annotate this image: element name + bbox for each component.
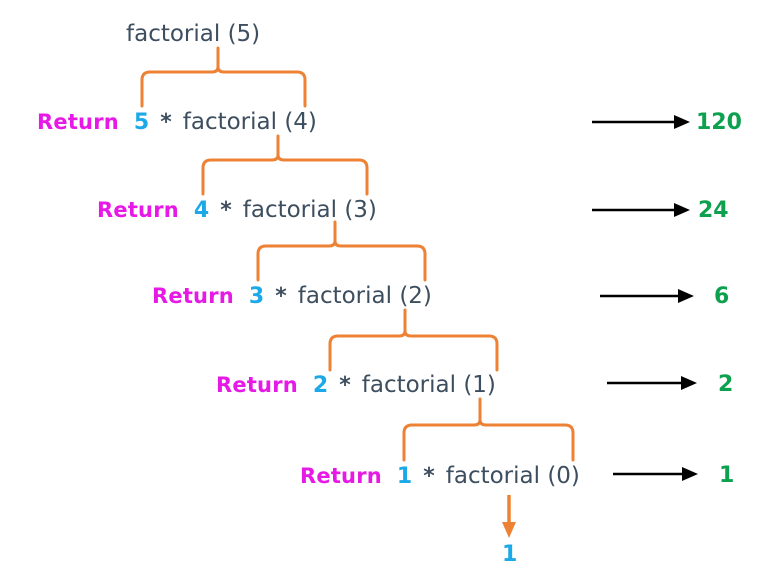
return-keyword-1: Return [37, 110, 119, 134]
multiply-operator-4: * [339, 373, 351, 398]
return-keyword-4: Return [216, 373, 298, 397]
multiplier-value-3: 3 [248, 284, 265, 309]
bracket-level-4 [402, 418, 575, 462]
multiply-operator-3: * [275, 284, 287, 309]
result-value-4: 2 [718, 372, 734, 397]
multiplier-value-4: 2 [312, 373, 329, 398]
recursion-row-5: Return 1 * factorial (0) [300, 463, 580, 489]
base-case-value: 1 [502, 542, 518, 567]
recursive-call-3: factorial (2) [297, 283, 432, 309]
multiply-operator-2: * [220, 198, 232, 223]
recursive-call-5: factorial (0) [445, 463, 580, 489]
bracket-level-1 [201, 153, 369, 196]
multiply-operator-5: * [423, 464, 435, 489]
return-keyword-5: Return [300, 464, 382, 488]
result-arrow-head-0 [674, 115, 690, 129]
multiplier-value-2: 4 [193, 198, 210, 223]
recursive-call-1: factorial (4) [182, 109, 317, 135]
multiplier-value-1: 5 [133, 110, 150, 135]
bracket-level-3 [328, 329, 499, 372]
return-keyword-3: Return [152, 284, 234, 308]
base-case-arrowhead [502, 522, 516, 538]
recursion-row-2: Return 4 * factorial (3) [97, 197, 377, 223]
result-value-2: 24 [698, 198, 729, 223]
result-value-1: 120 [696, 110, 742, 135]
recursive-call-2: factorial (3) [242, 197, 377, 223]
recursion-row-4: Return 2 * factorial (1) [216, 372, 496, 398]
multiplier-value-5: 1 [396, 464, 413, 489]
result-value-3: 6 [714, 284, 730, 309]
recursive-call-4: factorial (1) [361, 372, 496, 398]
bracket-level-2 [256, 239, 427, 282]
result-value-5: 1 [719, 463, 735, 488]
bracket-level-0 [140, 65, 307, 108]
recursion-row-1: Return 5 * factorial (4) [37, 109, 317, 135]
result-arrow-head-2 [678, 289, 694, 303]
result-arrow-head-1 [674, 203, 690, 217]
multiply-operator-1: * [160, 110, 172, 135]
result-arrow-head-4 [682, 467, 698, 481]
root-call-label: factorial (5) [126, 21, 261, 47]
recursion-row-3: Return 3 * factorial (2) [152, 283, 432, 309]
return-keyword-2: Return [97, 198, 179, 222]
result-arrow-head-3 [681, 376, 697, 390]
